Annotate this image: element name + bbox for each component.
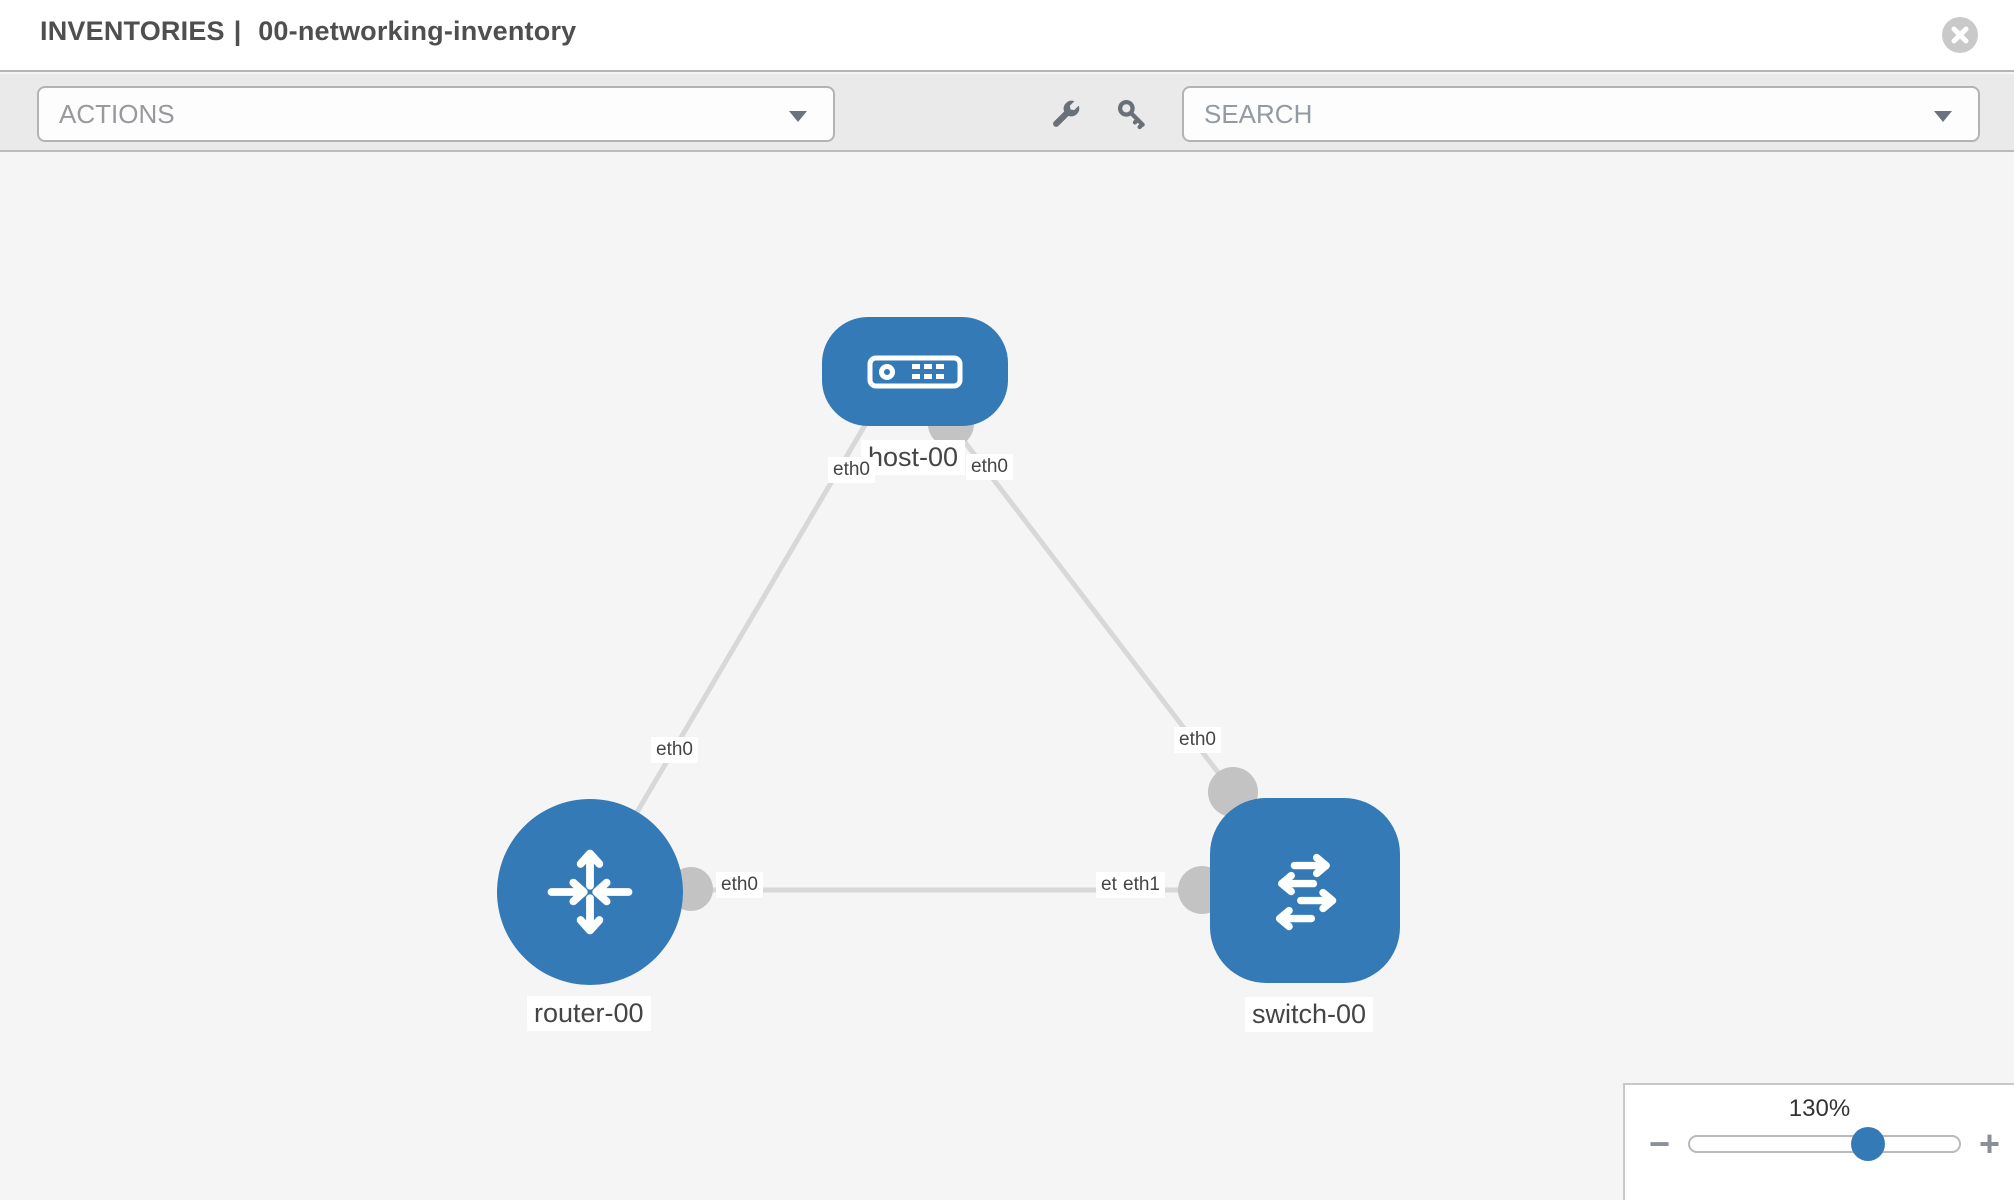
wrench-icon: [1053, 100, 1080, 127]
zoom-level-value: 130%: [1788, 1095, 1851, 1122]
chevron-down-icon: [789, 111, 807, 122]
zoom-slider-thumb[interactable]: [1850, 1127, 1885, 1161]
interface-label-router-eth0: eth0: [651, 737, 698, 763]
topology-canvas[interactable]: host-00 router-00 switch-00 eth0 eth0 et…: [0, 152, 2014, 1200]
close-button[interactable]: [1942, 17, 1978, 53]
actions-dropdown-label: ACTIONS: [59, 99, 175, 129]
node-switch-00[interactable]: [1210, 798, 1400, 983]
breadcrumb-inventory-name: 00-networking-inventory: [258, 16, 577, 46]
interface-label-switch-eth0: eth0: [1174, 727, 1221, 753]
interface-label-host-eth0-right: eth0: [966, 454, 1013, 480]
search-dropdown[interactable]: SEARCH: [1182, 86, 1980, 142]
zoom-in-button[interactable]: +: [1978, 1123, 2000, 1164]
breadcrumb-section: INVENTORIES: [40, 16, 225, 46]
node-label-switch: switch-00: [1245, 997, 1374, 1032]
node-label-router: router-00: [527, 996, 651, 1031]
node-label-host: host-00: [861, 440, 966, 475]
breadcrumb-separator: |: [233, 16, 242, 46]
node-host-00[interactable]: [822, 317, 1008, 426]
zoom-slider-track[interactable]: [1688, 1127, 1961, 1161]
header-bar: INVENTORIES | 00-networking-inventory: [0, 0, 2014, 72]
toolbar: ACTIONS SEARCH: [0, 74, 2014, 152]
tools-button[interactable]: [1045, 94, 1085, 134]
close-icon: [1951, 26, 1969, 44]
search-dropdown-label: SEARCH: [1204, 99, 1313, 129]
interface-label-host-eth0-left: eth0: [828, 457, 875, 483]
switch-icon: [1275, 853, 1337, 930]
host-icon: [867, 355, 963, 388]
actions-dropdown[interactable]: ACTIONS: [37, 86, 835, 142]
key-icon: [1117, 99, 1145, 130]
zoom-out-button[interactable]: −: [1649, 1123, 1671, 1164]
page-title: INVENTORIES | 00-networking-inventory: [40, 16, 585, 47]
topology-links: [587, 418, 1235, 894]
router-icon: [547, 849, 633, 935]
node-router-00[interactable]: [497, 799, 683, 985]
chevron-down-icon: [1934, 111, 1952, 122]
interface-label-router-eth0-east: eth0: [716, 872, 763, 898]
zoom-panel: 130% − +: [1623, 1083, 2014, 1200]
credentials-button[interactable]: [1112, 94, 1152, 134]
interface-label-switch-eth1: eth1: [1118, 872, 1165, 898]
